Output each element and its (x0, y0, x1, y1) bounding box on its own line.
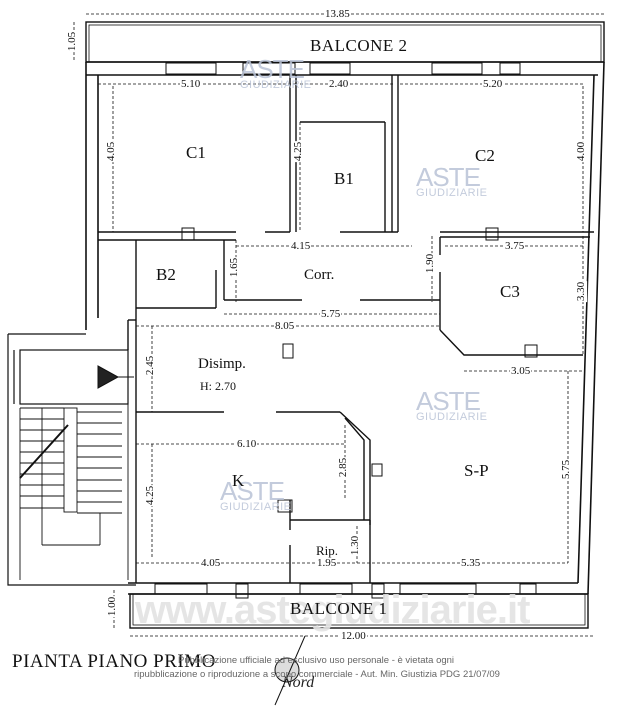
dim-c3-width: 3.75 (504, 240, 526, 252)
watermark-aste-3: ASTE GIUDIZIARIE (416, 386, 488, 424)
dim-k-right: 2.85 (337, 456, 350, 479)
dim-c2-width: 5.20 (482, 78, 504, 90)
legal-notice-line-2: ripubblicazione o riproduzione a scopo c… (134, 669, 500, 680)
north-label: Nord (282, 674, 315, 691)
dim-c3-depth: 3.30 (575, 280, 588, 303)
room-b2: B2 (156, 265, 176, 284)
room-height: H: 2.70 (200, 379, 236, 393)
room-disimpegno: Disimp. (198, 356, 246, 372)
room-c3: C3 (500, 282, 520, 301)
stairwell (7, 333, 136, 586)
dim-c2-depth: 4.00 (575, 140, 588, 163)
dim-sp-depth: 5.75 (560, 458, 573, 481)
watermark-aste-4: ASTE GIUDIZIARIE (220, 476, 292, 514)
dim-balcone1-depth: 1.00 (106, 595, 119, 618)
north-arrow-icon (274, 635, 306, 706)
dim-c3-left: 1.90 (424, 252, 437, 275)
room-balcone-1: BALCONE 1 (290, 599, 388, 618)
room-kitchen: K (232, 471, 245, 490)
room-c2: C2 (475, 146, 495, 165)
dim-k-depth: 4.25 (144, 484, 157, 507)
watermark-site: www.astegiudiziarie.it (135, 588, 530, 632)
pillars (181, 227, 538, 513)
dim-b1-depth: 4.25 (292, 140, 305, 163)
dim-disimp-depth: 2.45 (144, 354, 157, 377)
room-c1: C1 (186, 143, 206, 162)
plan-title: PIANTA PIANO PRIMO (12, 651, 216, 672)
room-ripostiglio: Rip. (316, 543, 339, 558)
dim-overall-width: 13.85 (324, 8, 351, 20)
room-balcone-2: BALCONE 2 (310, 36, 408, 55)
dim-corr-lower: 5.75 (320, 308, 342, 320)
exterior-walls (85, 61, 605, 595)
dim-c1-depth: 4.05 (105, 140, 118, 163)
dim-k-bottom: 4.05 (200, 557, 222, 569)
room-soggiorno-pranzo: S-P (464, 461, 489, 480)
watermark-aste-1: ASTE GIUDIZIARIE (240, 54, 312, 92)
legal-notice-line-1: Pubblicazione ufficiale ad esclusivo uso… (178, 655, 455, 666)
dimension-lines (73, 13, 604, 637)
interior-walls (98, 75, 594, 583)
dim-disimp-width: 8.05 (274, 320, 296, 332)
windows-top (165, 62, 521, 75)
watermark-aste-2: ASTE GIUDIZIARIE (416, 162, 488, 200)
dim-balcone1-width: 12.00 (340, 630, 367, 642)
dim-c3-bottom: 3.05 (510, 365, 532, 377)
room-b1: B1 (334, 169, 354, 188)
dim-rip-width: 1.95 (316, 557, 338, 569)
dim-k-width: 6.10 (236, 438, 258, 450)
dim-rip-depth: 1.30 (349, 534, 362, 557)
dim-c1-width: 5.10 (180, 78, 202, 90)
dim-b1-width: 2.40 (328, 78, 350, 90)
dim-corr-depth: 1.65 (228, 256, 241, 279)
room-corridor: Corr. (304, 267, 335, 283)
dim-sp-bottom: 5.35 (460, 557, 482, 569)
dim-corr-width: 4.15 (290, 240, 312, 252)
entrance-arrow-icon (97, 365, 120, 389)
dim-balcone2-depth: 1.05 (66, 30, 79, 53)
